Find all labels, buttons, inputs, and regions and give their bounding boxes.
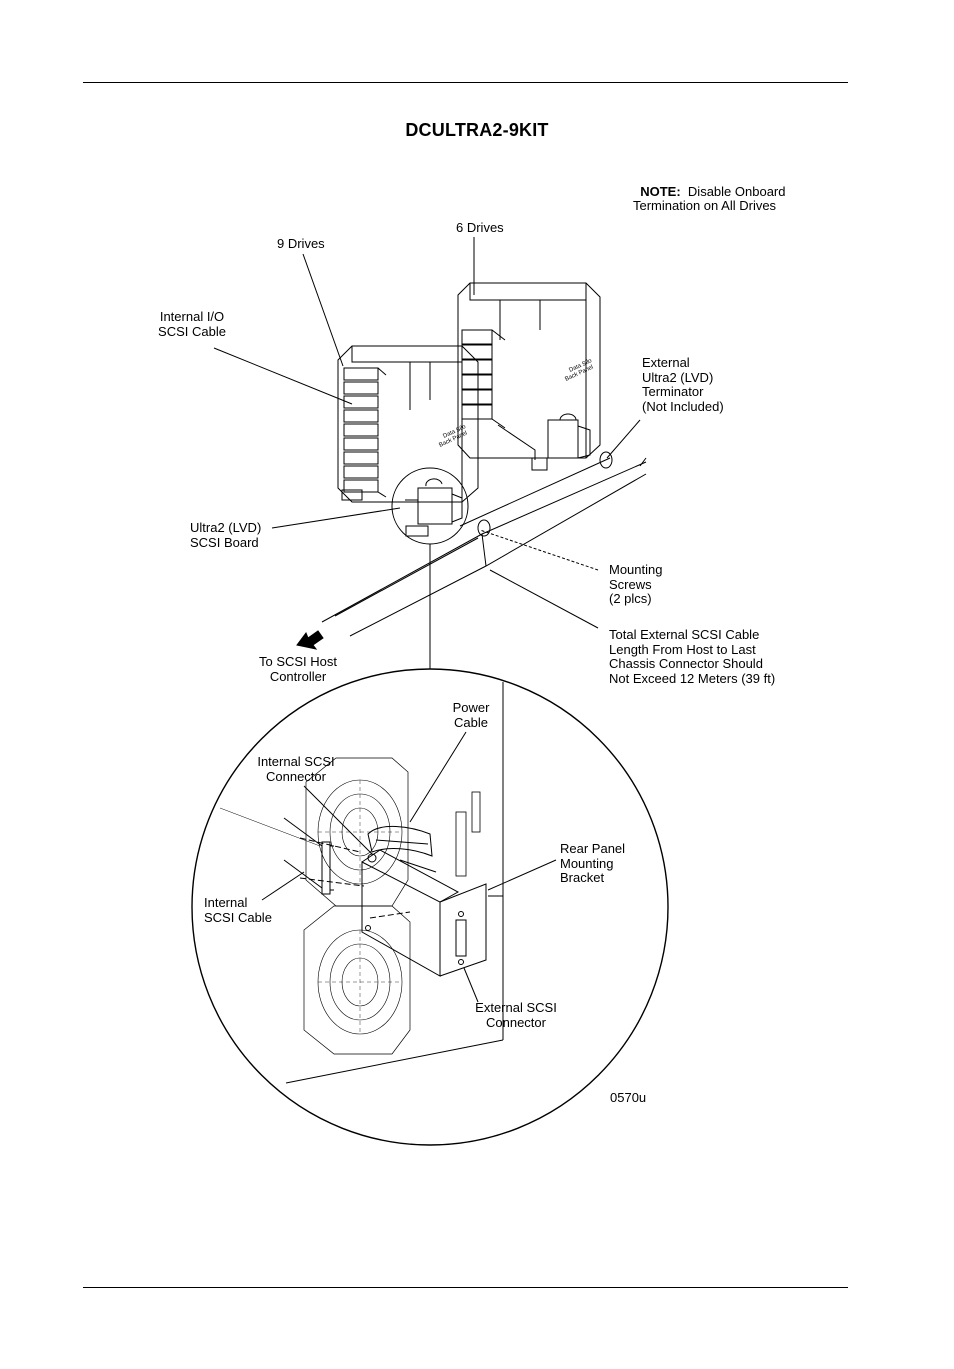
note-line-2b: Termination on All Drives xyxy=(633,198,777,213)
label-external-terminator: External Ultra2 (LVD) Terminator (Not In… xyxy=(642,355,724,414)
label-ultra2-board: Ultra2 (LVD) SCSI Board xyxy=(190,520,262,550)
drive-stack-6 xyxy=(461,329,506,429)
label-to-host: To SCSI Host Controller xyxy=(258,654,338,684)
bottom-rule xyxy=(83,1287,848,1288)
label-9-drives: 9 Drives xyxy=(277,236,325,251)
page-title: DCULTRA2-9KIT xyxy=(405,120,549,140)
note-line-1: Disable Onboard xyxy=(687,183,786,199)
label-mounting-screws: Mounting Screws (2 plcs) xyxy=(609,562,663,606)
label-internal-io-cable: Internal I/O SCSI Cable xyxy=(158,309,226,339)
to-host-arrow-icon xyxy=(296,630,324,650)
label-internal-scsi-connector: Internal SCSI Connector xyxy=(257,754,335,784)
label-cable-length: Total External SCSI Cable Length From Ho… xyxy=(609,627,776,686)
detail-circle-large xyxy=(191,668,669,1146)
figure-id: 0570u xyxy=(610,1090,647,1105)
chassis-6-drives: Data Silo Back Panel xyxy=(457,275,601,471)
label-rear-panel-bracket: Rear Panel Mounting Bracket xyxy=(560,841,626,885)
drive-stack-9 xyxy=(343,367,387,498)
scsi-board-6 xyxy=(547,413,591,459)
scsi-board-9 xyxy=(405,478,463,525)
chassis-9-drives: Data Silo Back Panel xyxy=(337,345,479,537)
external-cable-path xyxy=(321,451,647,637)
top-rule xyxy=(83,82,848,83)
label-internal-scsi-cable: Internal SCSI Cable xyxy=(204,895,272,925)
label-power-cable: Power Cable xyxy=(452,700,490,730)
leader-lines-detail xyxy=(261,731,557,1003)
label-6-drives: 6 Drives xyxy=(456,220,504,235)
label-external-scsi-connector: External SCSI Connector xyxy=(475,1000,557,1030)
detail-internal xyxy=(285,682,504,1084)
scsi-board-detail xyxy=(219,807,487,977)
note-label: NOTE: xyxy=(640,183,681,199)
leader-lines-top xyxy=(213,237,641,629)
